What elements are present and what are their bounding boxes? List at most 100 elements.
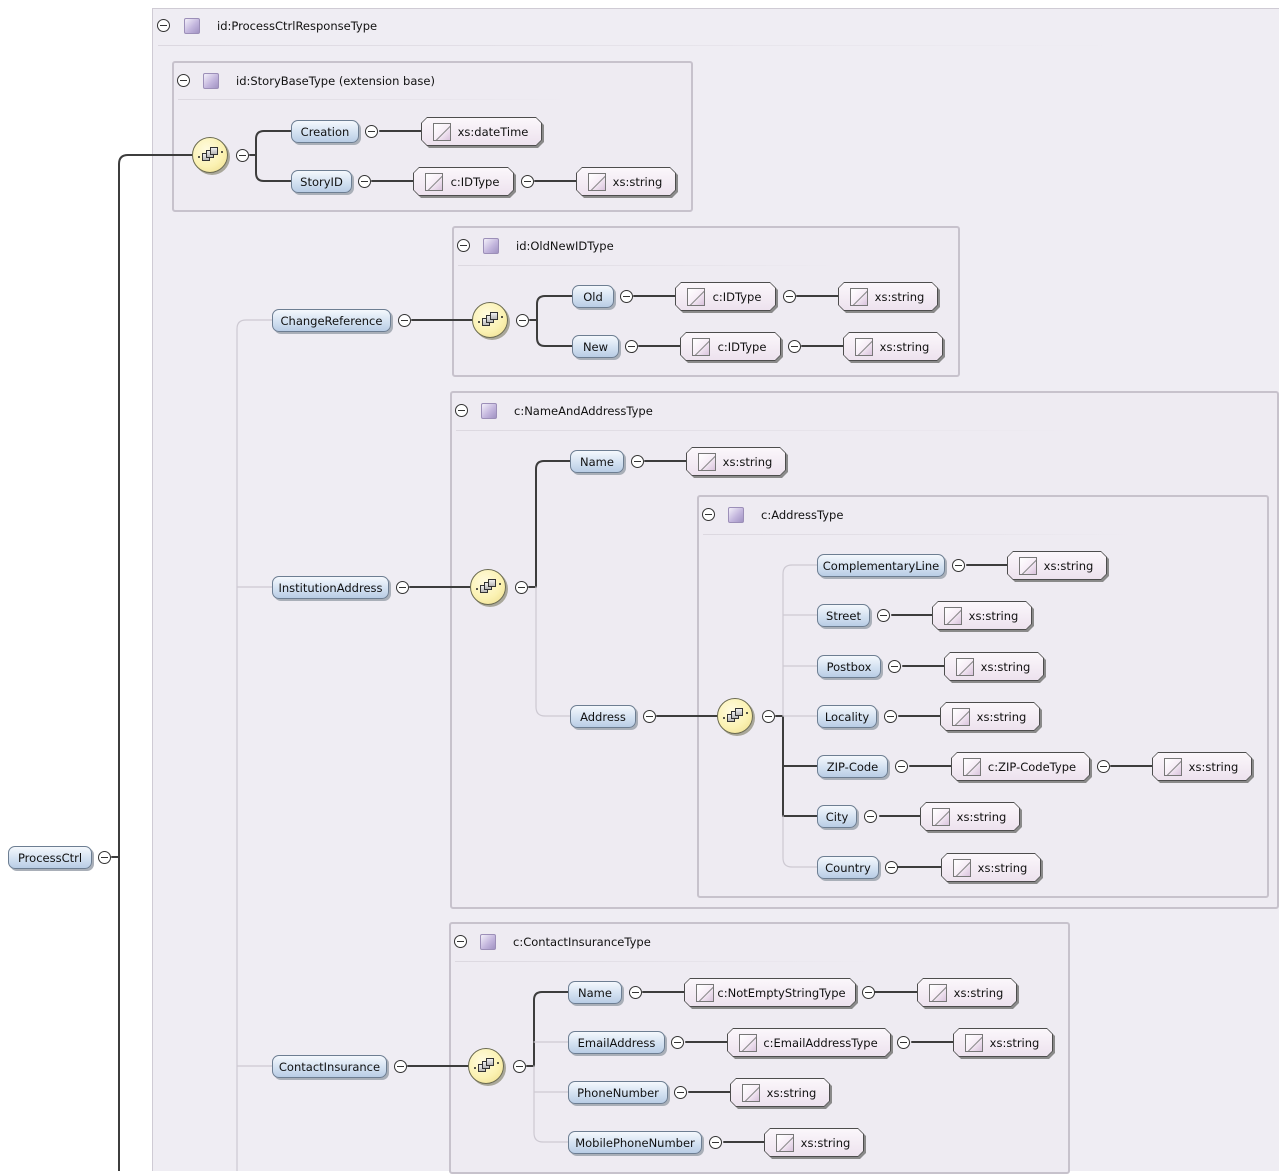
collapse-id-type-icon[interactable] (788, 340, 801, 353)
collapse-story-id-icon[interactable] (358, 175, 371, 188)
collapse-email-address-type-icon[interactable] (897, 1036, 910, 1049)
collapse-zip-code-icon[interactable] (895, 760, 908, 773)
type-string[interactable]: xs:string (941, 853, 1041, 882)
collapse-city-icon[interactable] (864, 810, 877, 823)
sequence-old-new-id-icon[interactable] (472, 302, 508, 338)
element-locality[interactable]: Locality (817, 705, 877, 728)
type-string[interactable]: xs:string (953, 1028, 1053, 1057)
collapse-locality-icon[interactable] (884, 710, 897, 723)
element-label: ComplementaryLine (822, 558, 940, 573)
element-label: New (582, 339, 609, 354)
collapse-institution-address-icon[interactable] (396, 581, 409, 594)
collapse-address-icon[interactable] (702, 508, 715, 521)
sequence-story-base-icon[interactable] (192, 137, 228, 173)
type-datetime[interactable]: xs:dateTime (421, 117, 542, 146)
type-id-type[interactable]: c:IDType (680, 332, 781, 361)
collapse-creation-icon[interactable] (365, 125, 378, 138)
collapse-story-base-icon[interactable] (177, 74, 190, 87)
collapse-phone-number-icon[interactable] (674, 1086, 687, 1099)
element-country[interactable]: Country (817, 856, 879, 879)
element-email-address[interactable]: EmailAddress (568, 1031, 665, 1054)
group-address (697, 495, 1269, 898)
simple-type-icon (1164, 758, 1182, 776)
collapse-contact-name-icon[interactable] (629, 986, 642, 999)
collapse-contact-insurance-icon[interactable] (454, 935, 467, 948)
type-string[interactable]: xs:string (686, 447, 786, 476)
collapse-id-type-icon[interactable] (521, 175, 534, 188)
element-phone-number[interactable]: PhoneNumber (568, 1081, 668, 1104)
collapse-complementary-line-icon[interactable] (952, 559, 965, 572)
type-label: xs:string (956, 809, 1007, 824)
element-old[interactable]: Old (572, 285, 614, 308)
collapse-change-reference-icon[interactable] (398, 314, 411, 327)
sequence-address-icon[interactable] (717, 698, 753, 734)
type-email-address-type[interactable]: c:EmailAddressType (727, 1028, 891, 1057)
collapse-process-ctrl-response-icon[interactable] (157, 19, 170, 32)
collapse-new-icon[interactable] (625, 340, 638, 353)
type-string[interactable]: xs:string (838, 282, 938, 311)
collapse-not-empty-string-type-icon[interactable] (862, 986, 875, 999)
element-contact-insurance[interactable]: ContactInsurance (272, 1055, 387, 1078)
type-string[interactable]: xs:string (843, 332, 943, 361)
type-string[interactable]: xs:string (920, 802, 1020, 831)
element-institution-address[interactable]: InstitutionAddress (272, 576, 389, 599)
collapse-contact-insurance-sequence-icon[interactable] (513, 1060, 526, 1073)
type-string[interactable]: xs:string (932, 601, 1032, 630)
element-creation[interactable]: Creation (291, 120, 359, 143)
collapse-old-new-id-sequence-icon[interactable] (516, 314, 529, 327)
type-string[interactable]: xs:string (1007, 551, 1107, 580)
element-change-reference[interactable]: ChangeReference (272, 309, 391, 332)
type-label: xs:string (989, 1035, 1040, 1050)
collapse-process-ctrl-icon[interactable] (98, 851, 111, 864)
collapse-postbox-icon[interactable] (888, 660, 901, 673)
element-mobile-phone-number[interactable]: MobilePhoneNumber (568, 1131, 702, 1154)
sequence-contact-insurance-icon[interactable] (468, 1048, 504, 1084)
type-string[interactable]: xs:string (576, 167, 676, 196)
element-complementary-line[interactable]: ComplementaryLine (817, 554, 945, 577)
element-zip-code[interactable]: ZIP-Code (817, 755, 888, 778)
collapse-old-new-id-icon[interactable] (457, 239, 470, 252)
type-id-type[interactable]: c:IDType (675, 282, 776, 311)
element-label: EmailAddress (577, 1035, 656, 1050)
type-string[interactable]: xs:string (1152, 752, 1252, 781)
collapse-mobile-phone-number-icon[interactable] (709, 1136, 722, 1149)
collapse-id-type-icon[interactable] (783, 290, 796, 303)
element-address[interactable]: Address (570, 705, 636, 728)
element-contact-name[interactable]: Name (568, 981, 622, 1004)
type-not-empty-string-type[interactable]: c:NotEmptyStringType (684, 978, 856, 1007)
type-string[interactable]: xs:string (940, 702, 1040, 731)
collapse-old-icon[interactable] (620, 290, 633, 303)
sequence-name-and-address-icon[interactable] (470, 569, 506, 605)
type-string[interactable]: xs:string (764, 1128, 864, 1157)
element-street[interactable]: Street (817, 604, 870, 627)
simple-type-icon (963, 758, 981, 776)
collapse-address-sequence-icon[interactable] (762, 710, 775, 723)
collapse-address-icon[interactable] (643, 710, 656, 723)
type-string[interactable]: xs:string (917, 978, 1017, 1007)
collapse-zip-code-type-icon[interactable] (1097, 760, 1110, 773)
collapse-email-address-icon[interactable] (671, 1036, 684, 1049)
simple-type-icon (953, 859, 971, 877)
element-city[interactable]: City (817, 805, 857, 828)
collapse-story-base-sequence-icon[interactable] (236, 149, 249, 162)
collapse-name-and-address-sequence-icon[interactable] (515, 581, 528, 594)
collapse-name-icon[interactable] (631, 455, 644, 468)
element-postbox[interactable]: Postbox (817, 655, 881, 678)
type-zip-code-type[interactable]: c:ZIP-CodeType (951, 752, 1090, 781)
collapse-country-icon[interactable] (885, 861, 898, 874)
collapse-contact-insurance-icon[interactable] (394, 1060, 407, 1073)
element-new[interactable]: New (572, 335, 619, 358)
element-process-ctrl[interactable]: ProcessCtrl (8, 846, 92, 869)
collapse-name-and-address-icon[interactable] (455, 404, 468, 417)
type-string[interactable]: xs:string (730, 1078, 830, 1107)
element-name[interactable]: Name (570, 450, 624, 473)
type-id-type[interactable]: c:IDType (413, 167, 514, 196)
complex-type-icon (203, 73, 219, 89)
collapse-street-icon[interactable] (877, 609, 890, 622)
element-story-id[interactable]: StoryID (291, 170, 352, 193)
element-label: ZIP-Code (826, 759, 879, 774)
type-string[interactable]: xs:string (944, 652, 1044, 681)
group-header-contact-insurance: c:ContactInsuranceType (472, 932, 651, 952)
element-label: PhoneNumber (577, 1085, 659, 1100)
simple-type-icon (850, 288, 868, 306)
